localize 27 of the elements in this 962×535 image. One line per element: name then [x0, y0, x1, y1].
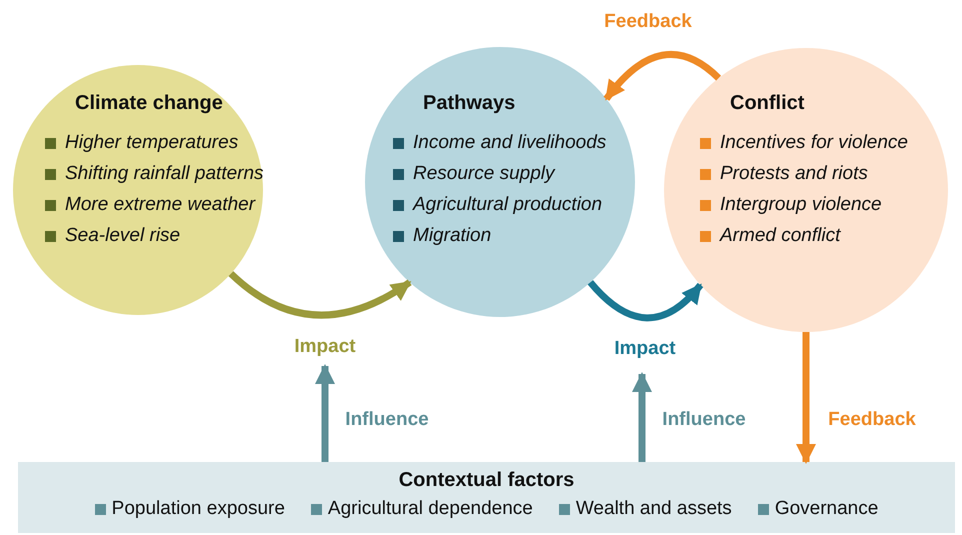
- list-item-text: Agricultural production: [413, 193, 602, 217]
- factor-text: Wealth and assets: [576, 497, 732, 521]
- list-item-text: More extreme weather: [65, 193, 256, 217]
- circle-heading: Climate change: [75, 91, 223, 115]
- circle-heading: Conflict: [730, 91, 804, 115]
- list-item-text: Sea-level rise: [65, 224, 180, 248]
- list-item-text: Migration: [413, 224, 492, 248]
- list-item-text: Intergroup violence: [720, 193, 882, 217]
- list-item-text: Income and livelihoods: [413, 131, 606, 155]
- list-item-text: Shifting rainfall patterns: [65, 162, 264, 186]
- factor-text: Agricultural dependence: [328, 497, 533, 521]
- context-band: [18, 462, 955, 533]
- arrow: [796, 332, 816, 464]
- list-item-text: Incentives for violence: [720, 131, 908, 155]
- circle-heading: Pathways: [423, 91, 516, 115]
- arrow: [604, 50, 721, 102]
- arrow: [228, 271, 412, 318]
- list-item-text: Higher temperatures: [65, 131, 238, 155]
- list-item-text: Armed conflict: [720, 224, 840, 248]
- band-heading: Contextual factors: [398, 468, 574, 492]
- factor-text: Population exposure: [112, 497, 285, 521]
- arrow: [315, 364, 335, 462]
- arrow: [632, 372, 652, 462]
- factor-text: Governance: [774, 497, 878, 521]
- list-item-text: Resource supply: [413, 162, 555, 186]
- arrow: [588, 280, 704, 322]
- list-item-text: Protests and riots: [720, 162, 868, 186]
